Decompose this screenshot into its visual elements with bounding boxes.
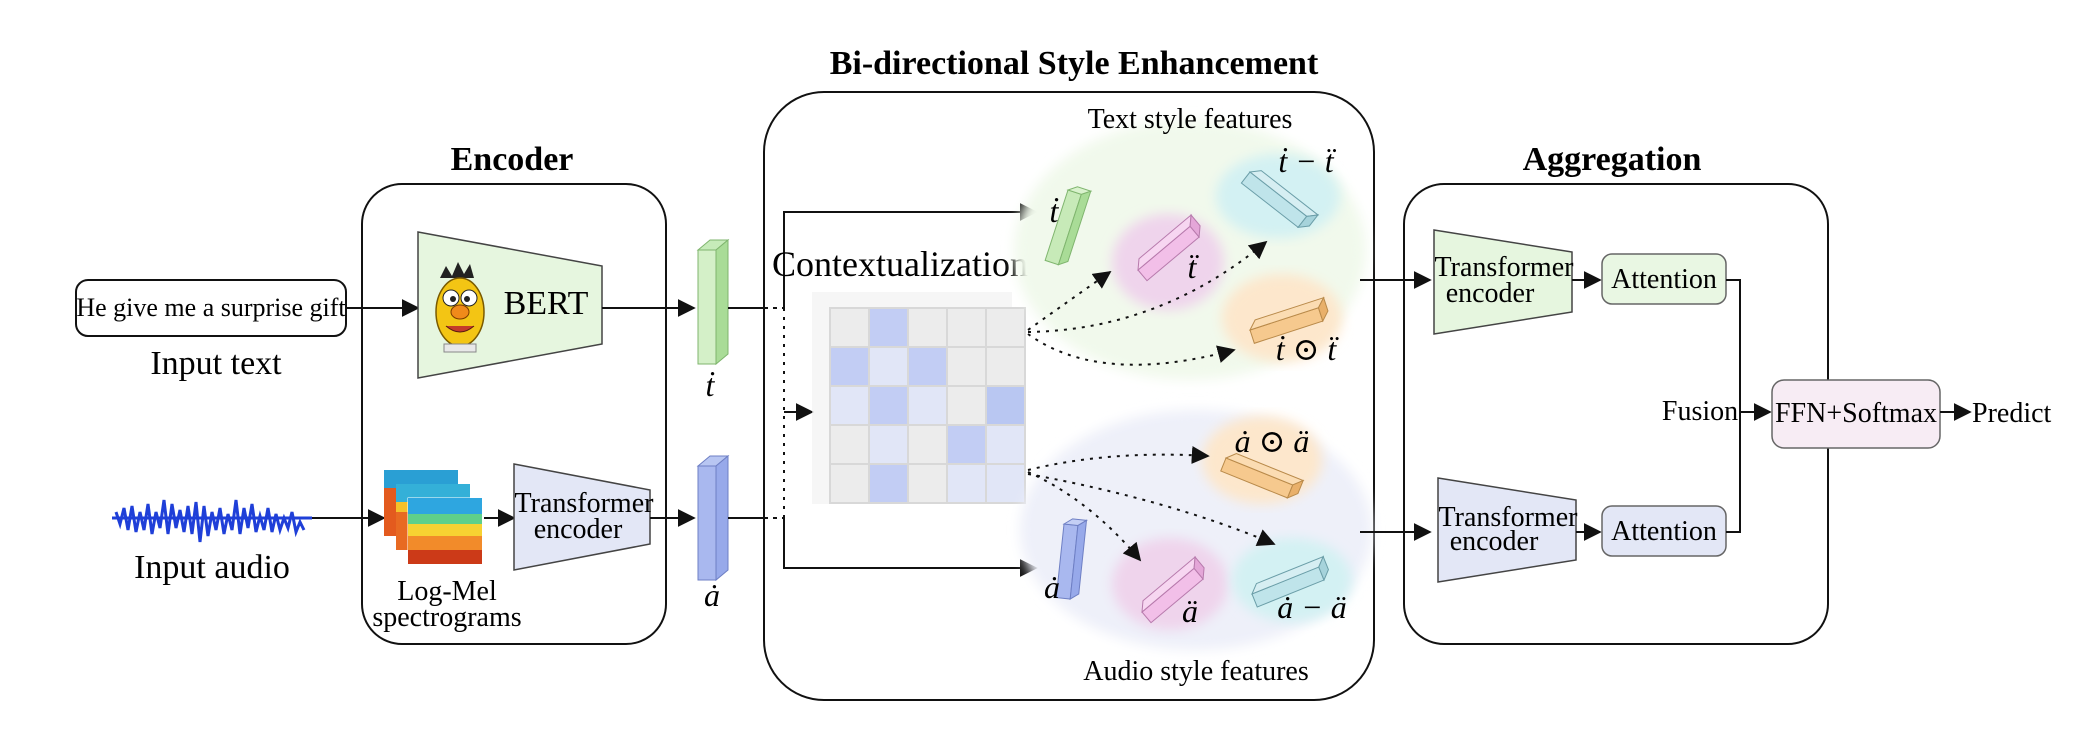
matrix-cell xyxy=(868,385,909,426)
matrix-cell xyxy=(985,463,1026,504)
a-prod-label: ȧ ⊙ ä xyxy=(1235,423,1310,459)
matrix-cell xyxy=(907,307,948,348)
a-dot-small-vector xyxy=(1055,518,1089,601)
spectrogram-caption-2: spectrograms xyxy=(372,602,521,633)
bert-label: BERT xyxy=(504,285,589,322)
audio-feature-vector xyxy=(696,454,730,582)
encoder-title: Encoder xyxy=(451,141,574,178)
audio-agg-encoder-label-2: encoder xyxy=(1450,526,1539,557)
matrix-cell xyxy=(868,307,909,348)
a-dot-label: ȧ xyxy=(704,577,720,613)
spectrogram-icon xyxy=(384,470,483,565)
audio-style-label: Audio style features xyxy=(1083,656,1309,687)
matrix-cell xyxy=(829,385,870,426)
fusion-label: Fusion xyxy=(1662,396,1738,427)
t-prod-vector xyxy=(1249,296,1329,344)
input-audio-caption: Input audio xyxy=(134,549,290,586)
t-dot-label: ṫ xyxy=(706,367,716,403)
t-ddot-vector xyxy=(1137,213,1201,282)
t-diff-label: ṫ − ẗ xyxy=(1278,143,1336,179)
matrix-cell xyxy=(907,385,948,426)
matrix-cell xyxy=(946,346,987,387)
a-diff-label: ȧ − ä xyxy=(1277,589,1347,625)
audio-agg-encoder-label-1: Transformer xyxy=(1439,502,1579,533)
a-dot-small-label: ȧ xyxy=(1044,569,1060,605)
attention-matrix xyxy=(829,307,1026,504)
text-attention-label: Attention xyxy=(1611,264,1717,295)
bert-character-icon xyxy=(435,262,485,353)
matrix-cell xyxy=(829,307,870,348)
matrix-cell xyxy=(868,424,909,465)
a-ddot-label: ä xyxy=(1182,593,1198,629)
audio-transformer-encoder xyxy=(513,463,651,571)
spectrogram-caption-1: Log-Mel xyxy=(397,576,497,607)
matrix-cell xyxy=(985,385,1026,426)
ffn-softmax-box xyxy=(1771,379,1941,449)
text-agg-encoder-label-2: encoder xyxy=(1446,278,1535,309)
matrix-cell xyxy=(829,424,870,465)
bse-title: Bi-directional Style Enhancement xyxy=(830,45,1319,82)
text-agg-encoder-label-1: Transformer xyxy=(1435,252,1575,283)
matrix-cell xyxy=(946,385,987,426)
t-dot-small-label: ṫ xyxy=(1050,193,1060,229)
a-prod-vector xyxy=(1220,453,1305,499)
encoder-panel xyxy=(361,183,667,645)
matrix-cell xyxy=(868,346,909,387)
t-dot-small-vector xyxy=(1044,186,1093,266)
matrix-cell xyxy=(946,307,987,348)
t-diff-vector xyxy=(1240,170,1320,229)
matrix-cell xyxy=(946,463,987,504)
matrix-cell xyxy=(829,463,870,504)
matrix-cell xyxy=(907,463,948,504)
audio-encoder-label-1: Transformer xyxy=(515,488,655,519)
audio-agg-transformer-encoder xyxy=(1437,477,1577,583)
audio-attention-label: Attention xyxy=(1611,516,1717,547)
text-transformer-encoder xyxy=(1433,229,1573,335)
input-text-caption: Input text xyxy=(150,345,282,382)
matrix-cell xyxy=(907,346,948,387)
matrix-cell xyxy=(985,307,1026,348)
predict-label: Predict xyxy=(1972,398,2052,429)
ffn-softmax-label: FFN+Softmax xyxy=(1775,398,1937,429)
text-feature-vector xyxy=(696,238,730,366)
a-diff-vector xyxy=(1251,555,1329,608)
audio-encoder-label-2: encoder xyxy=(534,514,623,545)
input-sentence: He give me a surprise gift xyxy=(76,293,346,322)
matrix-cell xyxy=(946,424,987,465)
aggregation-title: Aggregation xyxy=(1523,141,1702,178)
t-prod-label: ṫ ⊙ ẗ xyxy=(1276,331,1340,367)
matrix-cell xyxy=(829,346,870,387)
audio-waveform-icon xyxy=(112,499,312,543)
text-style-label: Text style features xyxy=(1088,104,1293,135)
contextualization-label: Contextualization xyxy=(772,244,1028,284)
a-ddot-vector xyxy=(1141,555,1205,624)
bse-panel xyxy=(763,91,1375,701)
matrix-cell xyxy=(985,424,1026,465)
matrix-cell xyxy=(907,424,948,465)
matrix-cell xyxy=(868,463,909,504)
matrix-cell xyxy=(985,346,1026,387)
